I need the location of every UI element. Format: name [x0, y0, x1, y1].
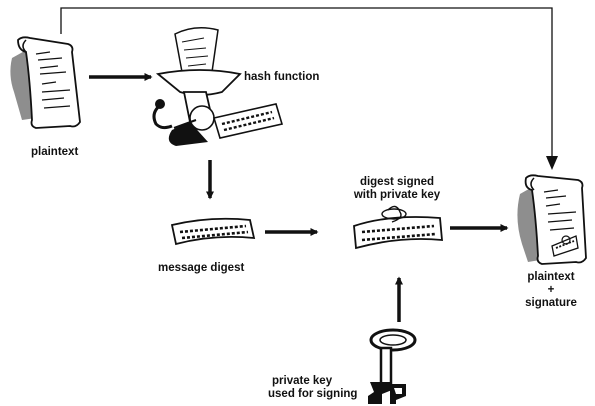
signed-document-icon — [517, 174, 587, 265]
key-icon — [368, 328, 417, 404]
private-key-line-1: private key — [272, 375, 333, 387]
document-icon — [10, 36, 81, 129]
result-line-1: plaintext — [527, 271, 575, 283]
digest-signed-line-2: with private key — [353, 189, 441, 201]
message-digest-label: message digest — [158, 262, 245, 274]
signed-digest-icon — [353, 205, 443, 250]
result-line-2: + — [547, 284, 555, 296]
plaintext-signature-label: plaintext + signature — [516, 271, 586, 310]
top-connector-arrow — [60, 7, 558, 170]
private-key-label: private key used for signing — [268, 375, 357, 401]
meat-grinder-icon — [152, 27, 284, 146]
plaintext-label: plaintext — [31, 146, 79, 158]
result-line-3: signature — [525, 297, 577, 309]
digest-signed-label: digest signed with private key — [342, 176, 452, 202]
private-key-line-2: used for signing — [268, 388, 358, 400]
digest-signed-line-1: digest signed — [359, 176, 435, 188]
digest-ribbon-icon — [170, 217, 256, 246]
hash-function-label: hash function — [244, 71, 320, 83]
